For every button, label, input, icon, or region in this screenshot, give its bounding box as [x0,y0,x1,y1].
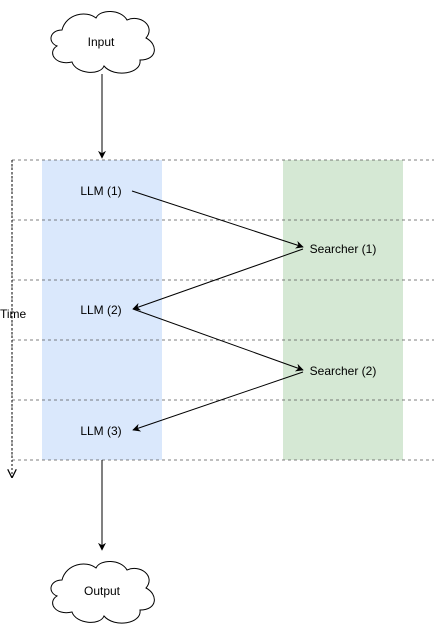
output-cloud [50,561,155,624]
llm-3-label: LLM (3) [80,424,121,438]
arrow-llm1-to-searcher1 [131,190,304,249]
searcher-2-label: Searcher (2) [310,364,377,378]
llm-lane [42,160,162,460]
arrow-searcher1-to-llm2 [132,248,304,311]
input-cloud [50,11,155,74]
llm-2-label: LLM (2) [80,303,121,317]
searcher-1-label: Searcher (1) [310,242,377,256]
time-label: Time [0,307,27,321]
output-label: Output [84,584,121,598]
arrow-llm2-to-searcher2 [132,308,304,372]
llm-1-label: LLM (1) [80,184,121,198]
searcher-lane [283,160,403,460]
arrow-searcher2-to-llm3 [132,371,304,432]
input-label: Input [88,35,115,49]
